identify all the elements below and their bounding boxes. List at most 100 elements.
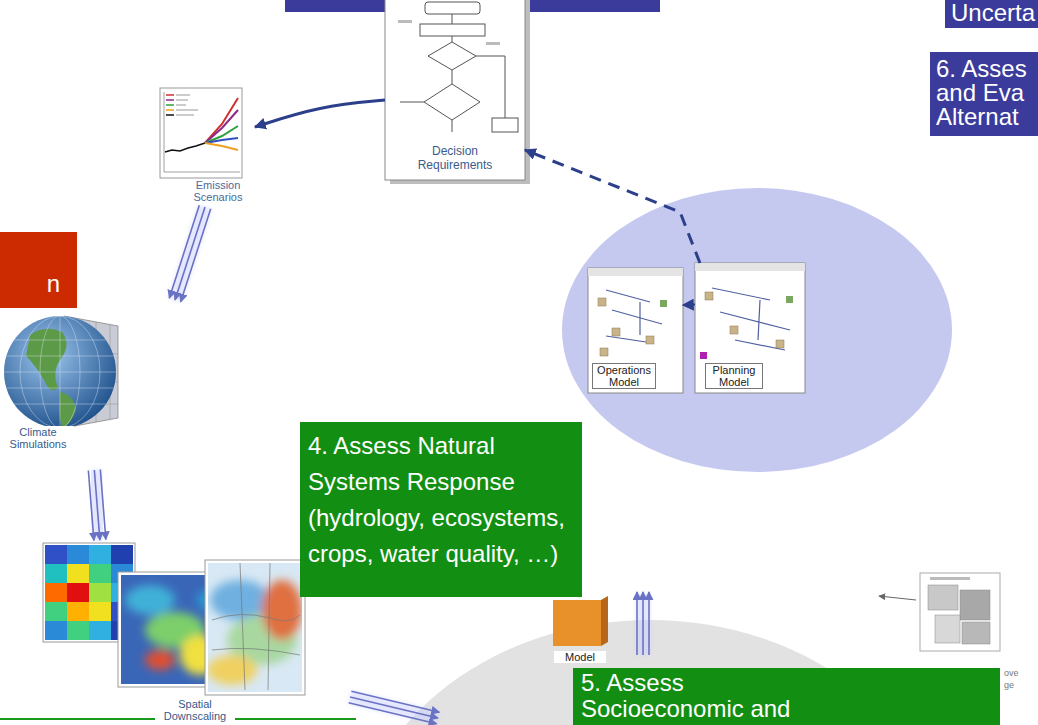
rect-shape — [928, 585, 958, 610]
rect-shape — [45, 564, 67, 583]
g-shape — [208, 580, 302, 685]
box-label: 6. Asses and Eva Alternat — [936, 57, 1034, 129]
rect-shape — [553, 600, 601, 646]
rect-shape — [176, 104, 186, 106]
arrow-line — [169, 205, 199, 298]
line-shape — [0, 340, 120, 341]
rect-shape — [425, 2, 480, 14]
line-shape — [505, 56, 506, 118]
rect-shape — [89, 602, 111, 621]
process-box: 5. Assess Socioeconomic and — [573, 668, 1000, 725]
rect-shape — [385, 0, 525, 180]
path-shape — [212, 563, 300, 690]
line-shape — [400, 102, 424, 103]
polyline-shape — [205, 98, 238, 143]
note-label: ove — [1004, 668, 1019, 679]
line-shape — [452, 14, 453, 24]
illustration-node: Climate Simulations — [0, 300, 185, 470]
globe — [0, 316, 120, 428]
flow-arrow — [525, 150, 700, 263]
path-shape — [59, 392, 76, 428]
rect-shape — [111, 545, 133, 564]
process-box: Uncerta — [945, 0, 1038, 28]
arrow-line — [175, 207, 205, 300]
line-shape — [452, 120, 453, 132]
rect-shape — [730, 326, 738, 334]
illustration-node: Planning Model — [695, 263, 805, 393]
polyline-shape — [205, 110, 238, 143]
process-box: 6. Asses and Eva Alternat — [930, 52, 1038, 136]
caption-label: Planning Model — [705, 363, 763, 389]
box-label: 5. Assess Socioeconomic and — [581, 670, 813, 722]
ellipse-shape — [262, 580, 302, 640]
rect-shape — [660, 300, 667, 307]
rect-shape — [960, 590, 990, 620]
line-shape — [712, 288, 770, 300]
operations-screenshot — [588, 268, 683, 393]
rect-shape — [67, 602, 89, 621]
land-use-map — [920, 573, 1000, 651]
arrow-line — [525, 150, 700, 263]
rect-shape — [695, 263, 805, 271]
rect-shape — [598, 298, 606, 306]
rect-shape — [700, 352, 707, 359]
process-box: n — [0, 232, 77, 308]
line-shape — [758, 300, 760, 340]
rect-shape — [935, 615, 960, 643]
arrow-line — [94, 470, 100, 540]
rect-shape — [962, 622, 990, 644]
rect-shape — [695, 263, 805, 393]
rect-shape — [176, 109, 198, 111]
illustration-node: Decision Requirements — [385, 0, 525, 180]
flow-arrow — [169, 205, 210, 302]
line-shape — [349, 703, 437, 724]
caption-label: Climate Simulations — [2, 426, 74, 450]
box-label: n — [0, 270, 60, 298]
arrow-glow — [94, 470, 100, 540]
box-label: Uncerta — [951, 0, 1034, 26]
rect-shape — [89, 583, 111, 602]
rect-shape — [160, 88, 242, 178]
process-box: 4. Assess Natural Systems Response (hydr… — [300, 422, 582, 597]
rect-shape — [486, 42, 500, 45]
caption-label: Model — [554, 651, 606, 663]
line-shape — [166, 94, 174, 96]
line-shape — [0, 388, 120, 389]
rect-shape — [588, 268, 683, 276]
rect-shape — [176, 94, 190, 96]
illustration-node: Spatial Downscaling — [40, 540, 305, 725]
caption-label: Decision Requirements — [415, 144, 495, 172]
line-shape — [476, 56, 505, 57]
map-arrow — [879, 596, 916, 600]
arrow-line — [255, 100, 385, 127]
rect-shape — [67, 545, 89, 564]
rect-shape — [45, 545, 67, 564]
rect-shape — [176, 99, 188, 101]
line-shape — [164, 92, 165, 172]
emission-chart — [160, 88, 242, 178]
rect-shape — [920, 573, 1000, 651]
polyline-shape — [205, 126, 238, 143]
arrow-line — [88, 470, 94, 540]
illustration-node: Emission Scenarios — [155, 85, 255, 207]
arrow-glow — [175, 207, 205, 300]
rect-shape — [646, 336, 654, 344]
rect-shape — [176, 114, 194, 116]
rect-shape — [420, 24, 485, 36]
rect-shape — [612, 328, 620, 336]
polyline-shape — [205, 143, 238, 150]
flow-arrow — [683, 304, 695, 305]
planning-screenshot — [695, 263, 805, 393]
flow-arrow — [88, 470, 106, 541]
line-shape — [452, 36, 453, 42]
arrow-line — [100, 470, 106, 540]
path-shape — [601, 596, 608, 646]
path-shape — [26, 329, 67, 391]
rect-shape — [67, 583, 89, 602]
polyline-shape — [205, 138, 238, 143]
model-block — [553, 596, 608, 646]
line-shape — [648, 592, 650, 655]
line-shape — [351, 691, 439, 712]
